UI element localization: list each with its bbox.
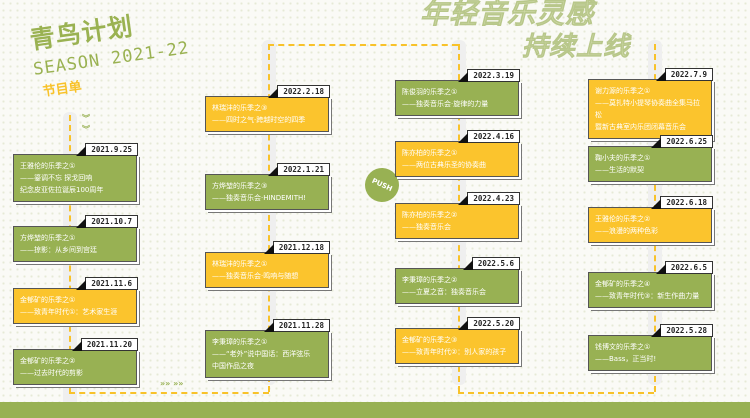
program-subtitle: 节目单 — [42, 79, 83, 100]
card-title: 陈俊羽的乐季之① — [402, 88, 458, 96]
card-title: 陈亦柏的乐季之② — [402, 211, 458, 219]
date-tab: 2022.5.20 — [458, 317, 520, 330]
card-subtitle: ——四时之气·跨越时空的四季 — [212, 116, 306, 124]
date-tab: 2021.9.25 — [76, 143, 138, 156]
card-subtitle: ——两位古典乐圣的协奏曲 — [402, 161, 486, 169]
card-subtitle: ——莫扎特小提琴协奏曲全集马拉松 — [595, 99, 700, 119]
bottom-band — [0, 402, 750, 418]
card-subtitle: ——独奏音乐会·HINDEMITH! — [212, 194, 307, 202]
timeline-dash — [69, 392, 269, 394]
date-tab: 2022.3.19 — [458, 69, 520, 82]
program-card[interactable]: 2022.5.6 李秉璋的乐季之② ——立夏之音：独奏音乐会 — [395, 257, 520, 304]
date-tab: 2022.5.28 — [651, 324, 713, 337]
date-tab: 2022.4.16 — [458, 130, 520, 143]
card-title: 金郁矿的乐季之④ — [595, 280, 651, 288]
date-tab: 2021.10.7 — [76, 215, 138, 228]
card-title: 林瑞沣的乐季之③ — [212, 104, 268, 112]
card-title: 鞠小夫的乐季之① — [595, 154, 651, 162]
card-subtitle: 纪念皮亚佐拉诞辰100周年 — [20, 186, 104, 194]
card-title: 陈亦柏的乐季之① — [402, 149, 458, 157]
program-card[interactable]: 2021.11.20 金郁矿的乐季之② ——过去时代的剪影 — [13, 338, 138, 385]
card-title: 金郁矿的乐季之③ — [402, 336, 458, 344]
card-subtitle: ——鎏调不忘 探戈回响 — [20, 174, 93, 182]
timeline-dash — [268, 44, 458, 46]
card-subtitle: ——掠影：从乡间到宫廷 — [20, 246, 97, 254]
card-title: 李秉璋的乐季之① — [212, 338, 268, 346]
card-title: 金郁矿的乐季之② — [20, 357, 76, 365]
card-title: 林瑞沣的乐季之① — [212, 260, 268, 268]
card-subtitle: ——浪漫的两种色彩 — [595, 227, 658, 235]
card-subtitle: ——过去时代的剪影 — [20, 369, 83, 377]
timeline-dash — [458, 392, 654, 394]
card-subtitle: 中国作品之夜 — [212, 362, 254, 370]
card-subtitle: ——独奏音乐会·鸣响与随想 — [212, 272, 299, 280]
card-subtitle: ——生活的默契 — [595, 166, 644, 174]
date-tab: 2021.11.6 — [76, 277, 138, 290]
card-subtitle: ——致青年时代③：新生作曲力量 — [595, 292, 700, 300]
slogan-line-1: 年轻音乐灵感 — [420, 0, 595, 30]
card-subtitle: ——独奏音乐会 — [402, 223, 451, 231]
card-subtitle: ——独奏音乐会·旋律的力量 — [402, 100, 489, 108]
date-tab: 2022.1.21 — [268, 163, 330, 176]
date-tab: 2022.2.18 — [268, 85, 330, 98]
card-subtitle: ——立夏之音：独奏音乐会 — [402, 288, 486, 296]
program-card[interactable]: 2021.11.28 李秉璋的乐季之① ——“老外”说中国话：西洋弦乐中国作品之夜 — [205, 319, 330, 378]
chevron-right-icon: »» »» — [160, 379, 184, 388]
date-tab: 2022.5.6 — [462, 257, 520, 270]
card-title: 方烨堃的乐季之① — [20, 234, 76, 242]
card-title: 谢力源的乐季之① — [595, 87, 651, 95]
date-tab: 2021.11.20 — [71, 338, 138, 351]
chevron-down-icon: ︾︾ — [82, 114, 90, 134]
card-subtitle: ——致青年时代②：别人家的孩子 — [402, 348, 507, 356]
date-tab: 2021.12.18 — [263, 241, 330, 254]
card-title: 王雅伦的乐季之② — [595, 215, 651, 223]
date-tab: 2022.6.18 — [651, 196, 713, 209]
card-title: 钱博文的乐季之① — [595, 343, 651, 351]
date-tab: 2022.6.25 — [651, 135, 713, 148]
card-title: 方烨堃的乐季之③ — [212, 182, 268, 190]
program-card[interactable]: 2022.7.9 谢力源的乐季之① ——莫扎特小提琴协奏曲全集马拉松暨新古典室内乐团… — [588, 68, 713, 139]
date-tab: 2021.11.28 — [263, 319, 330, 332]
card-subtitle: ——致青年时代①：艺术家生涯 — [20, 308, 118, 316]
date-tab: 2022.7.9 — [655, 68, 713, 81]
card-title: 金郁矿的乐季之① — [20, 296, 76, 304]
card-subtitle: ——Bass，正当时! — [595, 355, 657, 363]
date-tab: 2022.4.23 — [458, 192, 520, 205]
program-card[interactable]: 2021.12.18 林瑞沣的乐季之① ——独奏音乐会·鸣响与随想 — [205, 241, 330, 288]
card-title: 王雅伦的乐季之① — [20, 162, 76, 170]
timeline-dash — [268, 44, 270, 392]
slogan-line-2: 持续上线 — [522, 32, 631, 62]
card-subtitle: 暨新古典室内乐团闭幕音乐会 — [595, 123, 686, 131]
card-subtitle: ——“老外”说中国话：西洋弦乐 — [212, 350, 311, 358]
date-tab: 2022.6.5 — [655, 261, 713, 274]
card-title: 李秉璋的乐季之② — [402, 276, 458, 284]
program-card[interactable]: 2022.6.5 金郁矿的乐季之④ ——致青年时代③：新生作曲力量 — [588, 261, 713, 308]
